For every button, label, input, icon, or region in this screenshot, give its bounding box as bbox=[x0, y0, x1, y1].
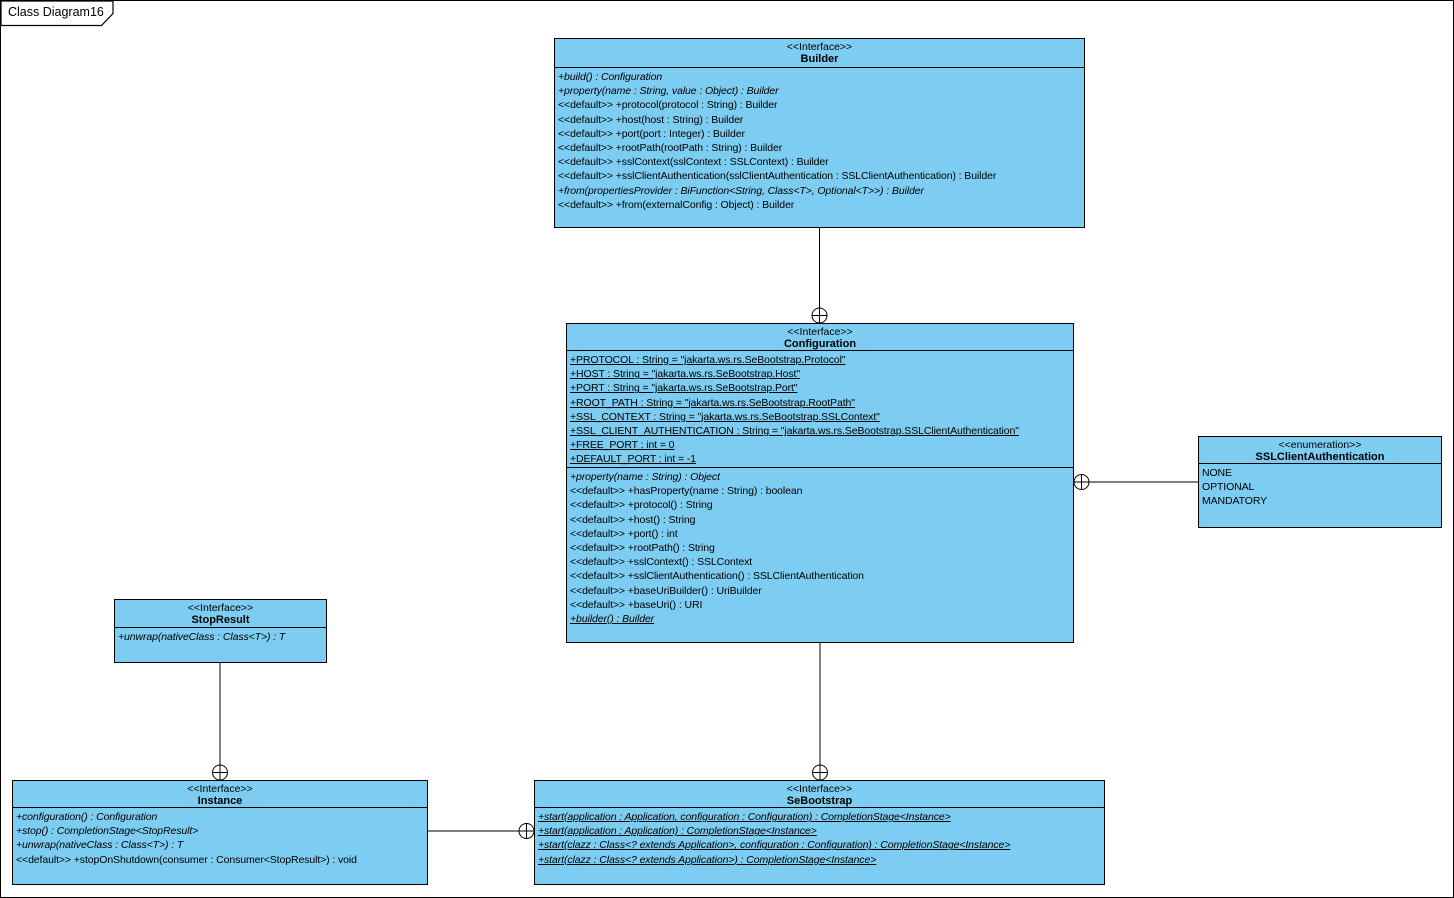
class-member-row[interactable]: <<default>> +sslClientAuthentication(ssl… bbox=[558, 170, 997, 183]
class-member-row[interactable]: <<default>> +baseUriBuilder() : UriBuild… bbox=[570, 584, 762, 597]
class-stereotype: <<Interface>> bbox=[786, 783, 853, 795]
class-compartment-operations: +configuration() : Configuration +stop() … bbox=[13, 808, 427, 867]
class-member-row[interactable]: OPTIONAL bbox=[1202, 481, 1255, 494]
class-member-row[interactable]: NONE bbox=[1202, 467, 1232, 479]
class-member-row[interactable]: +configuration() : Configuration bbox=[16, 811, 158, 823]
class-member-row[interactable]: +builder() : Builder bbox=[570, 613, 655, 626]
class-member-row[interactable]: +DEFAULT_PORT : int = -1 bbox=[570, 453, 696, 466]
class-box-sebootstrap[interactable]: <<Interface>>SeBootstrap +start(applicati… bbox=[534, 780, 1105, 885]
containment-connector-sebootstrap-contains-configuration[interactable] bbox=[812, 643, 828, 781]
class-header: <<Interface>>Instance bbox=[13, 781, 427, 808]
class-name: Configuration bbox=[783, 338, 857, 350]
class-box-instance[interactable]: <<Interface>>Instance+configuration() : … bbox=[12, 780, 428, 885]
class-member-row[interactable]: MANDATORY bbox=[1202, 495, 1268, 508]
containment-connector-sebootstrap-contains-instance[interactable] bbox=[428, 823, 535, 839]
class-member-row[interactable]: <<default>> +protocol() : String bbox=[570, 499, 713, 512]
class-member-row[interactable]: <<default>> +baseUri() : URI bbox=[570, 598, 703, 611]
class-member-row[interactable]: +start(application : Application, config… bbox=[538, 811, 951, 823]
class-member-row[interactable]: <<default>> +sslContext() : SSLContext bbox=[570, 556, 753, 569]
containment-connector-instance-contains-stopresult[interactable] bbox=[212, 663, 228, 781]
class-member-row[interactable]: <<default>> +protocol(protocol : String)… bbox=[558, 99, 778, 112]
class-stereotype: <<Interface>> bbox=[187, 602, 254, 614]
class-header: <<Interface>>Configuration bbox=[567, 324, 1073, 351]
class-box-configuration[interactable]: <<Interface>>Configuration +PROTOCOL : St… bbox=[566, 323, 1074, 643]
class-name: Builder bbox=[800, 53, 839, 65]
containment-connector-configuration-contains-sslclientauthentication[interactable] bbox=[1073, 474, 1198, 490]
class-member-row[interactable]: +from(propertiesProvider : BiFunction<St… bbox=[558, 184, 924, 197]
class-member-row[interactable]: <<default>> +from(externalConfig : Objec… bbox=[558, 198, 795, 211]
class-member-row[interactable]: +unwrap(nativeClass : Class<T>) : T bbox=[118, 631, 286, 643]
class-compartment-attributes: +PROTOCOL : String = "jakarta.ws.rs.SeBo… bbox=[567, 351, 1073, 468]
class-member-row[interactable]: +SSL_CONTEXT : String = "jakarta.ws.rs.S… bbox=[570, 410, 880, 423]
class-member-row[interactable]: +build() : Configuration bbox=[558, 71, 663, 83]
class-header: <<enumeration>>SSLClientAuthentication bbox=[1199, 437, 1441, 464]
class-name: SSLClientAuthentication bbox=[1255, 451, 1385, 463]
class-member-row[interactable]: +SSL_CLIENT_AUTHENTICATION : String = "j… bbox=[570, 425, 1019, 438]
class-member-row[interactable]: <<default>> +host() : String bbox=[570, 513, 696, 526]
class-stereotype: <<Interface>> bbox=[187, 783, 253, 795]
class-member-row[interactable]: <<default>> +rootPath() : String bbox=[570, 542, 715, 555]
class-member-row[interactable]: +start(clazz : Class<? extends Applicati… bbox=[538, 853, 877, 866]
class-member-row[interactable]: +stop() : CompletionStage<StopResult> bbox=[16, 825, 199, 838]
class-member-row[interactable]: +HOST : String = "jakarta.ws.rs.SeBootst… bbox=[570, 368, 800, 381]
class-header: <<Interface>>Builder bbox=[555, 39, 1084, 68]
class-stereotype: <<enumeration>> bbox=[1278, 439, 1362, 451]
class-member-row[interactable]: +start(application : Application) : Comp… bbox=[538, 825, 817, 838]
diagram-tab[interactable] bbox=[1, 1, 121, 28]
class-member-row[interactable]: <<default>> +rootPath(rootPath : String)… bbox=[558, 142, 783, 155]
class-header: <<Interface>>SeBootstrap bbox=[535, 781, 1104, 808]
class-member-row[interactable]: <<default>> +host(host : String) : Build… bbox=[558, 113, 744, 126]
class-member-row[interactable]: <<default>> +hasProperty(name : String) … bbox=[570, 485, 803, 498]
class-compartment-operations: +unwrap(nativeClass : Class<T>) : T bbox=[115, 628, 326, 644]
class-member-row[interactable]: +property(name : String, value : Object)… bbox=[558, 85, 779, 98]
class-member-row[interactable]: +PROTOCOL : String = "jakarta.ws.rs.SeBo… bbox=[570, 354, 846, 366]
class-member-row[interactable]: <<default>> +sslClientAuthentication() :… bbox=[570, 570, 864, 583]
class-member-row[interactable]: <<default>> +sslContext(sslContext : SSL… bbox=[558, 156, 829, 169]
diagram-tab-label: Class Diagram16 bbox=[8, 5, 104, 19]
class-member-row[interactable]: +FREE_PORT : int = 0 bbox=[570, 439, 675, 452]
class-member-row[interactable]: +PORT : String = "jakarta.ws.rs.SeBootst… bbox=[570, 382, 798, 395]
class-header: <<Interface>>StopResult bbox=[115, 600, 326, 628]
class-stereotype: <<Interface>> bbox=[786, 41, 853, 53]
class-name: Instance bbox=[197, 795, 243, 807]
class-compartment-operations: +build() : Configuration +property(name :… bbox=[555, 68, 1084, 212]
class-member-row[interactable]: +start(clazz : Class<? extends Applicati… bbox=[538, 839, 1011, 852]
class-compartment-operations: +property(name : String) : Object <<defau… bbox=[567, 468, 1073, 626]
class-stereotype: <<Interface>> bbox=[787, 326, 853, 338]
class-name: StopResult bbox=[191, 614, 250, 626]
class-box-builder[interactable]: <<Interface>>Builder+build() : Configura… bbox=[554, 38, 1085, 228]
class-member-row[interactable]: +unwrap(nativeClass : Class<T>) : T bbox=[16, 839, 184, 852]
class-name: SeBootstrap bbox=[786, 795, 853, 807]
class-member-row[interactable]: +property(name : String) : Object bbox=[570, 471, 720, 483]
class-member-row[interactable]: <<default>> +port() : int bbox=[570, 527, 678, 540]
class-member-row[interactable]: <<default>> +port(port : Integer) : Buil… bbox=[558, 127, 745, 140]
class-member-row[interactable]: <<default>> +stopOnShutdown(consumer : C… bbox=[16, 853, 357, 866]
diagram-tab-shape bbox=[1, 1, 114, 27]
class-member-row[interactable]: +ROOT_PATH : String = "jakarta.ws.rs.SeB… bbox=[570, 396, 855, 409]
containment-connector-configuration-contains-builder[interactable] bbox=[811, 228, 828, 324]
class-compartment-operations: +start(application : Application, config… bbox=[535, 808, 1104, 867]
class-box-stopresult[interactable]: <<Interface>>StopResult +unwrap(nativeCla… bbox=[114, 599, 327, 663]
